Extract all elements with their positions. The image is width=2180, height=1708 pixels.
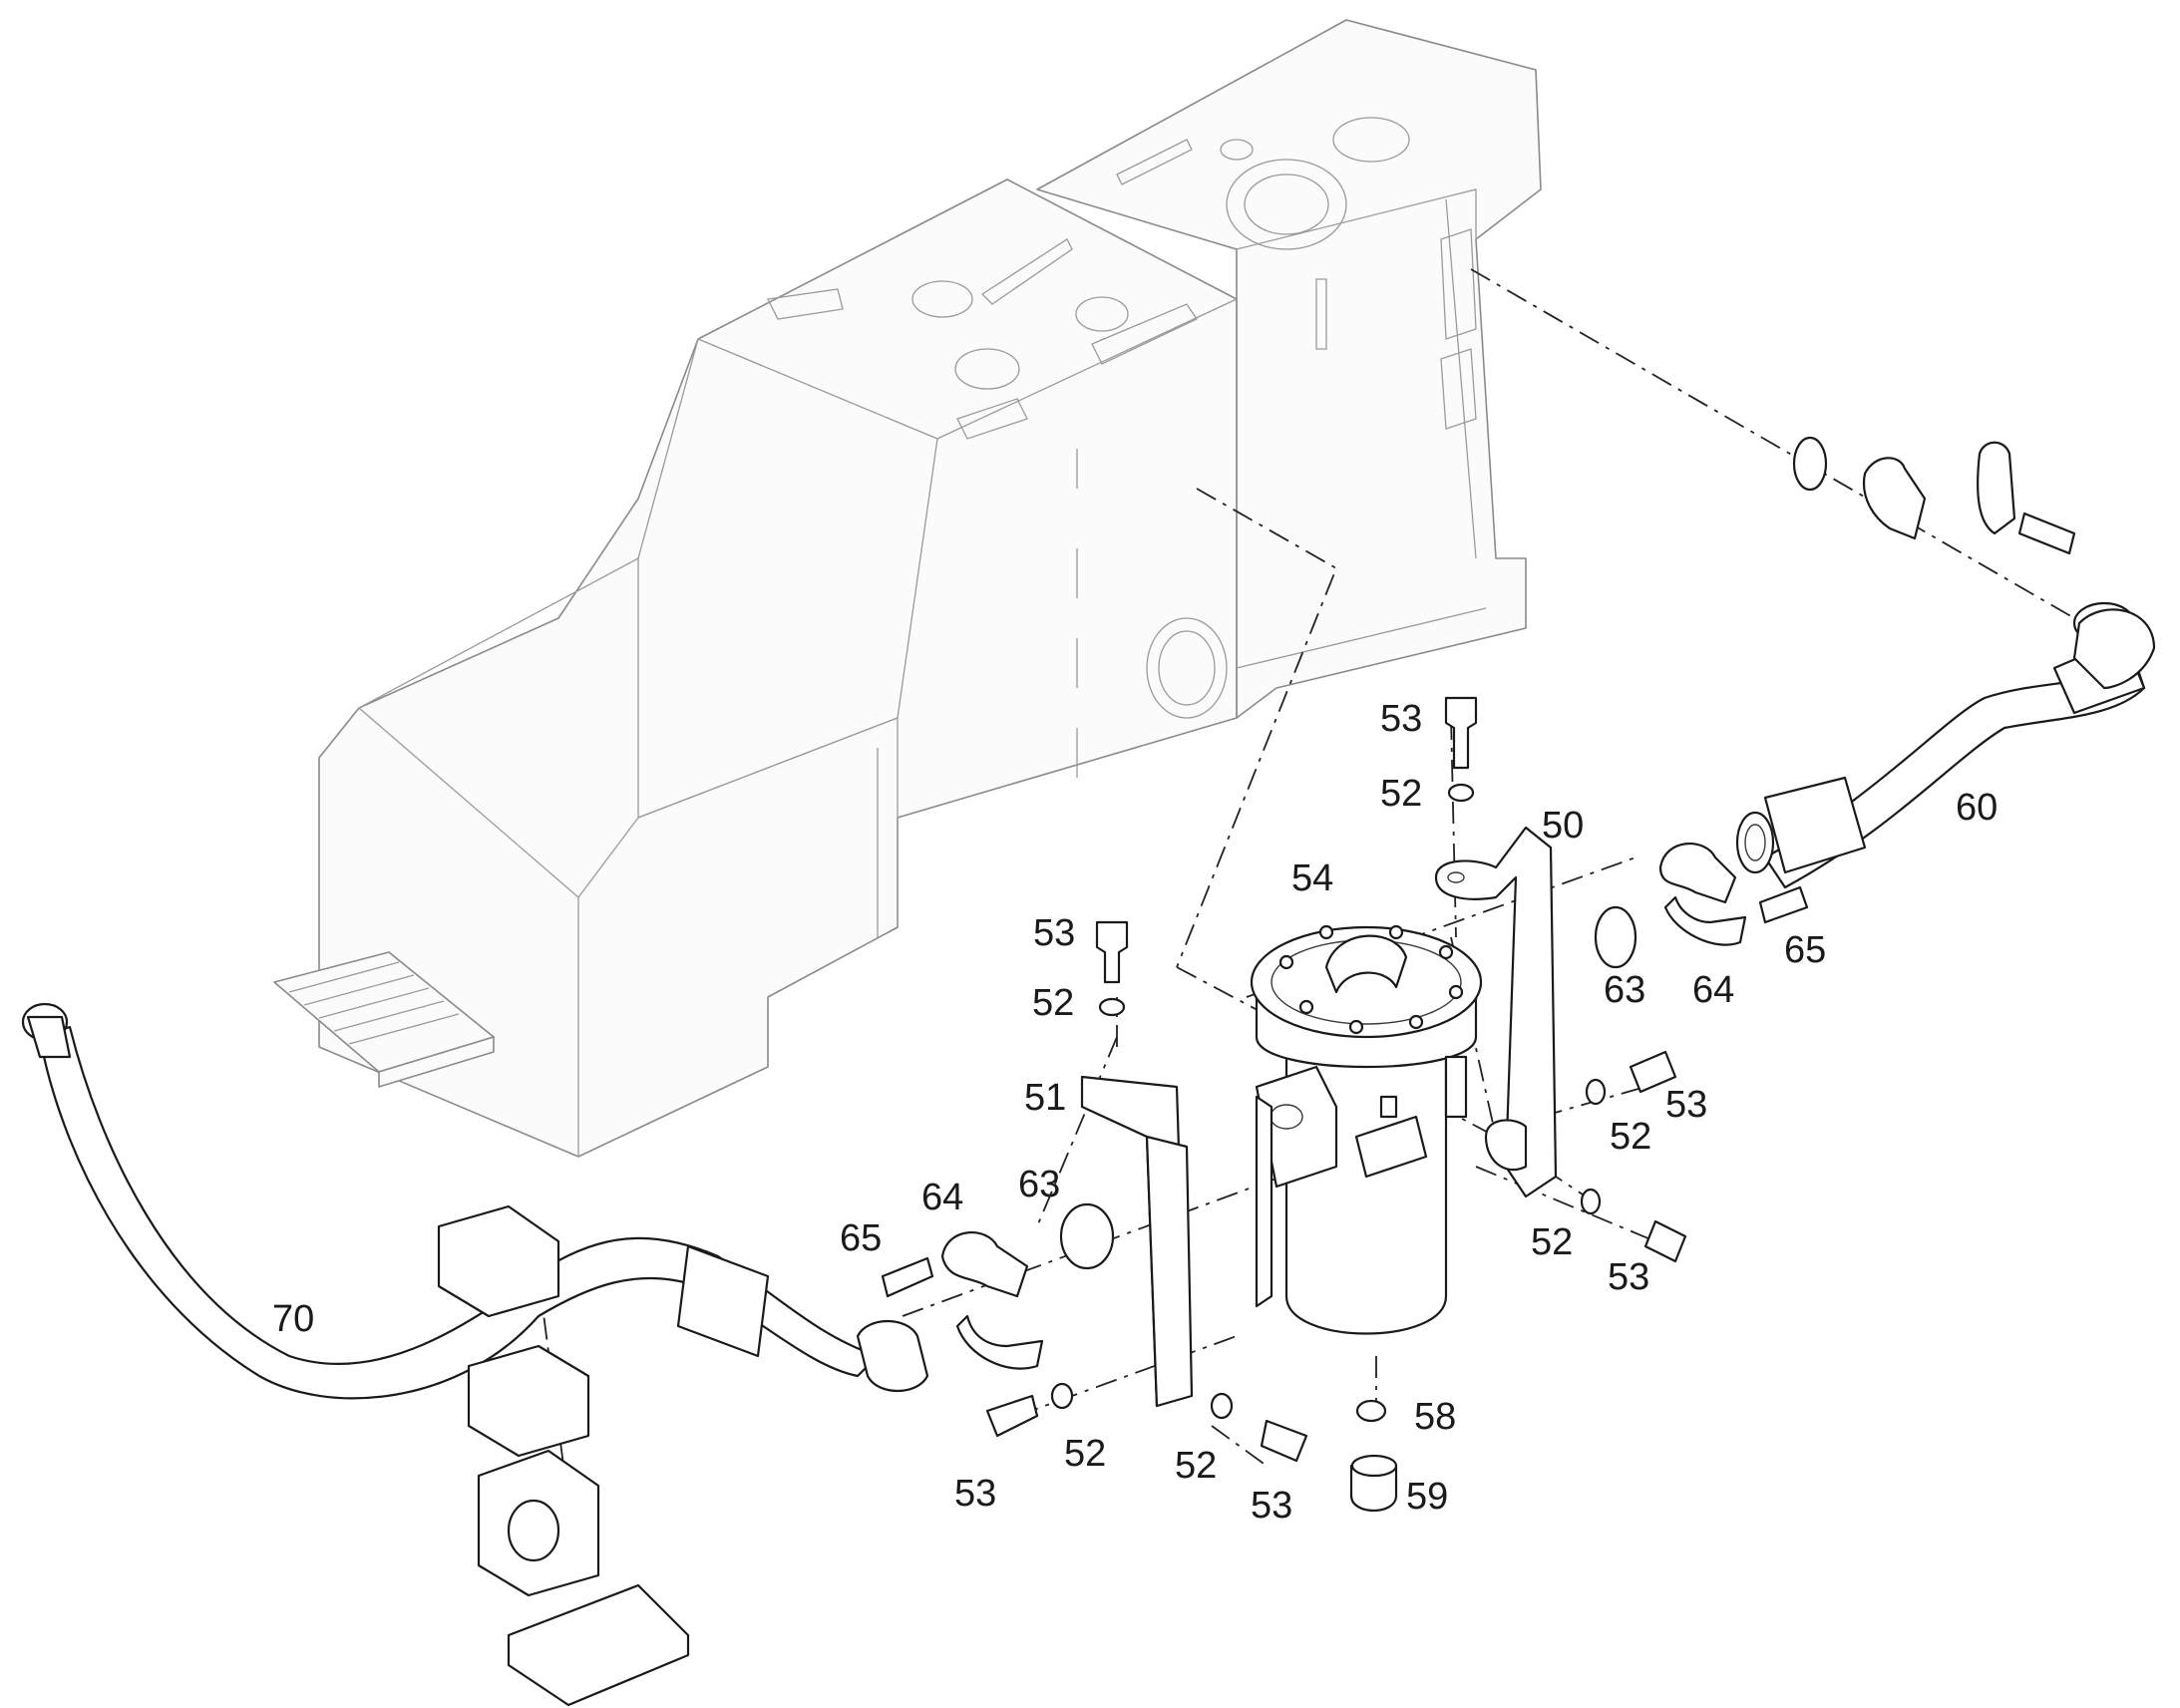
hose-60 <box>1735 601 2156 889</box>
o-ring-upper <box>1792 436 1828 492</box>
flange-clamps-64 <box>940 441 2016 1370</box>
callout-52: 52 <box>1380 773 1422 815</box>
o-ring-63-right <box>1594 905 1637 969</box>
callout-53: 53 <box>1033 912 1075 954</box>
callout-59: 59 <box>1406 1476 1448 1518</box>
callout-52: 52 <box>1032 982 1074 1024</box>
callout-63: 63 <box>1604 969 1645 1011</box>
plug-59 <box>1349 1454 1398 1513</box>
washers-52 <box>1050 783 1607 1420</box>
callout-53: 53 <box>954 1473 996 1515</box>
callout-64: 64 <box>921 1177 963 1218</box>
filter-housing-54 <box>1250 924 1483 1335</box>
o-ring-58 <box>1355 1399 1387 1423</box>
hose-70 <box>21 1002 929 1400</box>
o-rings <box>1059 436 1828 1423</box>
callout-52: 52 <box>1531 1221 1573 1263</box>
callout-52: 52 <box>1064 1433 1106 1475</box>
callout-53: 53 <box>1380 698 1422 740</box>
callout-65: 65 <box>1784 929 1826 971</box>
callout-labels: 50 51 52 52 52 52 52 52 53 53 53 53 53 5… <box>272 698 1998 1527</box>
callout-63: 63 <box>1018 1164 1060 1205</box>
callout-64: 64 <box>1692 969 1734 1011</box>
o-ring-63-left <box>1059 1202 1115 1270</box>
pipe-clamp-stack <box>437 1204 690 1707</box>
callout-51: 51 <box>1024 1077 1066 1119</box>
bracket-51 <box>1080 1075 1273 1408</box>
callout-52: 52 <box>1610 1116 1651 1158</box>
hydraulic-tank-frame <box>273 19 1542 1158</box>
callout-53: 53 <box>1608 1256 1649 1298</box>
callout-58: 58 <box>1414 1396 1456 1438</box>
callout-60: 60 <box>1956 787 1998 829</box>
callout-53: 53 <box>1665 1084 1707 1126</box>
callout-52: 52 <box>1175 1445 1217 1487</box>
callout-70: 70 <box>272 1298 314 1340</box>
callout-50: 50 <box>1542 805 1584 847</box>
callout-53: 53 <box>1251 1485 1292 1527</box>
bolts-53-65 <box>881 512 2076 1463</box>
callout-65: 65 <box>840 1217 882 1259</box>
bracket-50 <box>1434 826 1558 1198</box>
callout-54: 54 <box>1291 857 1333 899</box>
